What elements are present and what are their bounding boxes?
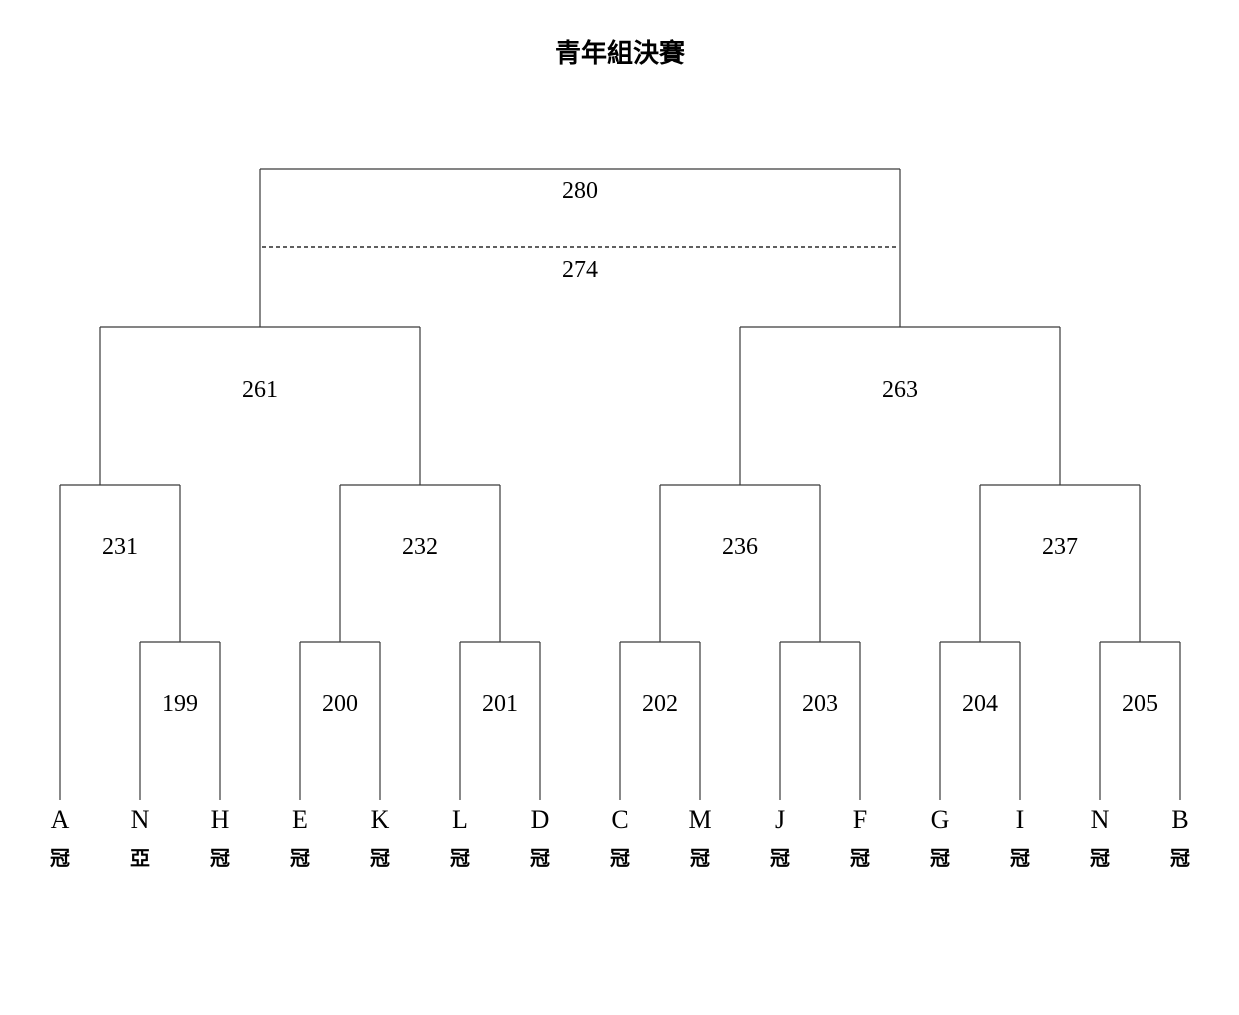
match-200: 200 bbox=[299, 641, 381, 800]
match-third-place: 274 bbox=[262, 246, 898, 283]
team-result: 冠 bbox=[770, 846, 790, 870]
bracket-title: 青年組決賽 bbox=[555, 38, 686, 69]
team-slot: L 冠 bbox=[450, 805, 470, 870]
final-match-number: 280 bbox=[562, 178, 598, 204]
team-name: A bbox=[51, 805, 70, 834]
team-slot: H 冠 bbox=[210, 805, 230, 870]
match-202: 202 bbox=[619, 641, 701, 800]
team-name: B bbox=[1171, 805, 1188, 834]
match-number: 231 bbox=[102, 534, 138, 560]
team-slot: F 冠 bbox=[850, 805, 870, 870]
team-name: G bbox=[931, 805, 950, 834]
match-236: 236 bbox=[659, 484, 821, 642]
match-205: 205 bbox=[1099, 641, 1181, 800]
team-result: 亞 bbox=[130, 846, 150, 870]
match-number: 204 bbox=[962, 691, 998, 717]
match-203: 203 bbox=[779, 641, 861, 800]
team-slot: N 冠 bbox=[1090, 805, 1110, 870]
team-result: 冠 bbox=[370, 846, 390, 870]
match-232: 232 bbox=[339, 484, 501, 642]
team-name: K bbox=[371, 805, 390, 834]
team-slot: J 冠 bbox=[770, 805, 790, 870]
match-263: 263 bbox=[739, 326, 1061, 485]
team-name: N bbox=[131, 805, 150, 834]
match-number: 263 bbox=[882, 377, 918, 403]
match-201: 201 bbox=[459, 641, 541, 800]
team-slot: C 冠 bbox=[610, 805, 630, 870]
match-number: 199 bbox=[162, 691, 198, 717]
match-261: 261 bbox=[99, 326, 421, 485]
team-result: 冠 bbox=[850, 846, 870, 870]
match-number: 202 bbox=[642, 691, 678, 717]
match-231: 231 bbox=[59, 484, 181, 800]
match-number: 201 bbox=[482, 691, 518, 717]
team-slot: A 冠 bbox=[50, 805, 70, 870]
match-number: 261 bbox=[242, 377, 278, 403]
team-result: 冠 bbox=[50, 846, 70, 870]
team-slot: N 亞 bbox=[130, 805, 150, 870]
team-slot: K 冠 bbox=[370, 805, 390, 870]
team-name: E bbox=[292, 805, 308, 834]
match-237: 237 bbox=[979, 484, 1141, 642]
match-number: 205 bbox=[1122, 691, 1158, 717]
match-number: 200 bbox=[322, 691, 358, 717]
team-name: M bbox=[688, 805, 711, 834]
match-number: 236 bbox=[722, 534, 758, 560]
team-result: 冠 bbox=[210, 846, 230, 870]
third-place-match-number: 274 bbox=[562, 257, 598, 283]
team-slot: D 冠 bbox=[530, 805, 550, 870]
team-result: 冠 bbox=[1170, 846, 1190, 870]
team-slot: B 冠 bbox=[1170, 805, 1190, 870]
team-name: L bbox=[452, 805, 468, 834]
team-name: F bbox=[853, 805, 867, 834]
team-result: 冠 bbox=[1090, 846, 1110, 870]
match-199: 199 bbox=[139, 641, 221, 800]
match-number: 237 bbox=[1042, 534, 1078, 560]
team-name: D bbox=[531, 805, 550, 834]
team-slot: E 冠 bbox=[290, 805, 310, 870]
team-result: 冠 bbox=[930, 846, 950, 870]
team-result: 冠 bbox=[530, 846, 550, 870]
team-slot: G 冠 bbox=[930, 805, 950, 870]
team-name: N bbox=[1091, 805, 1110, 834]
team-slot: M 冠 bbox=[688, 805, 711, 870]
team-name: I bbox=[1016, 805, 1025, 834]
match-204: 204 bbox=[939, 641, 1021, 800]
team-result: 冠 bbox=[1010, 846, 1030, 870]
team-name: J bbox=[775, 805, 785, 834]
team-result: 冠 bbox=[290, 846, 310, 870]
match-number: 203 bbox=[802, 691, 838, 717]
team-result: 冠 bbox=[690, 846, 710, 870]
match-number: 232 bbox=[402, 534, 438, 560]
team-name: H bbox=[211, 805, 230, 834]
team-slot: I 冠 bbox=[1010, 805, 1030, 870]
team-result: 冠 bbox=[610, 846, 630, 870]
match-final: 280 bbox=[259, 168, 901, 327]
team-name: C bbox=[611, 805, 628, 834]
team-result: 冠 bbox=[450, 846, 470, 870]
